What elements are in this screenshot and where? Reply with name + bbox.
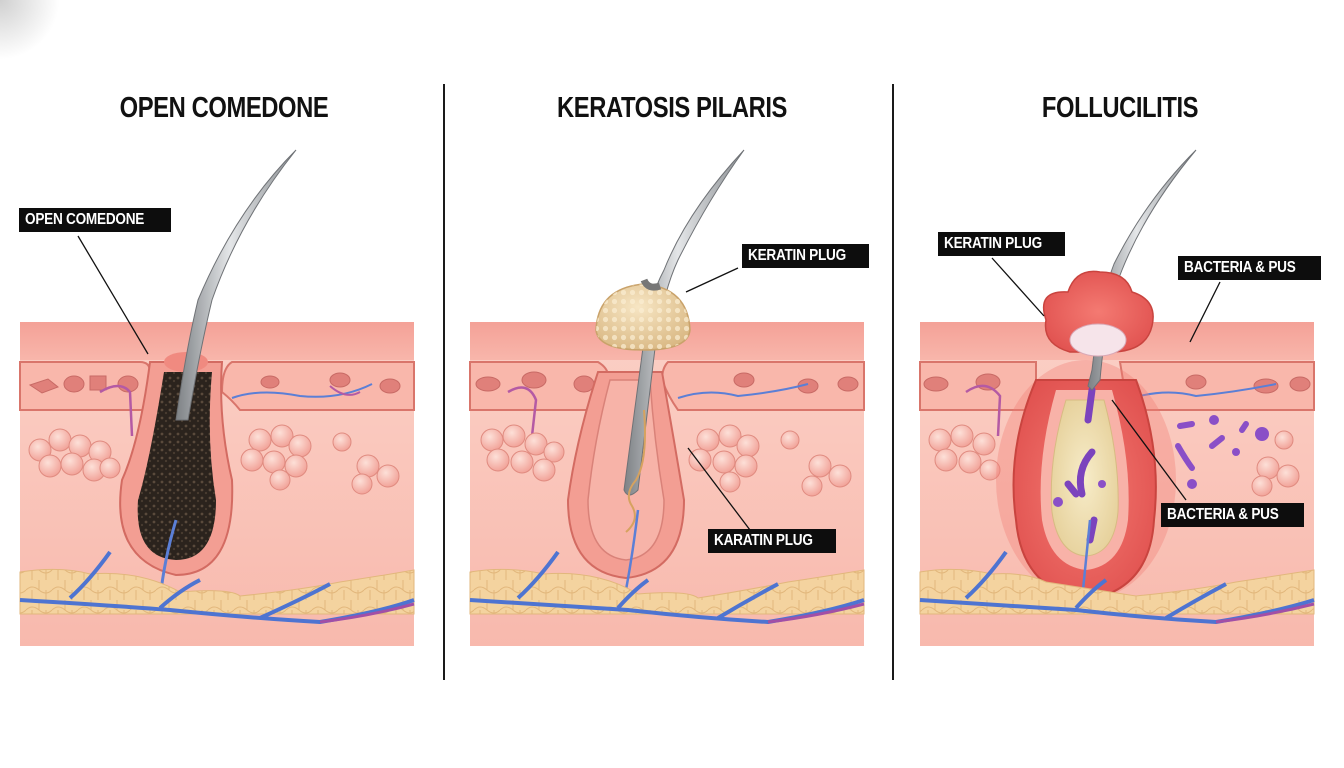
leader-line bbox=[687, 447, 751, 531]
label-keratin-plug-top: KERATIN PLUG bbox=[742, 244, 870, 268]
hair-shaft bbox=[1087, 149, 1197, 391]
epidermis bbox=[20, 322, 414, 360]
divider-1 bbox=[443, 84, 445, 680]
leader-line bbox=[77, 235, 149, 355]
blood-vessels bbox=[469, 550, 865, 625]
keratosis-pilaris-illustration bbox=[469, 149, 865, 646]
fat-layer bbox=[19, 568, 415, 615]
panel-keratosis-pilaris: KERATOSIS PILARIS bbox=[448, 0, 896, 768]
panel-title: OPEN COMEDONE bbox=[119, 92, 329, 124]
panel-title: FOLLUCILITIS bbox=[1041, 92, 1199, 124]
open-comedone-illustration bbox=[19, 149, 415, 646]
label-keratin-plug-bottom: KARATIN PLUG bbox=[708, 529, 837, 553]
leader-line bbox=[685, 267, 739, 293]
corner-shadow bbox=[0, 0, 60, 60]
panel-title: KERATOSIS PILARIS bbox=[557, 92, 787, 124]
bacteria-cocci bbox=[1053, 480, 1106, 507]
hair-shaft bbox=[175, 149, 297, 421]
panel-follucilitis: FOLLUCILITIS bbox=[896, 0, 1344, 768]
bacteria bbox=[1064, 386, 1098, 544]
leader-line bbox=[1189, 281, 1221, 343]
follucilitis-illustration bbox=[919, 149, 1315, 646]
pus bbox=[1050, 399, 1119, 557]
label-keratin-plug: KERATIN PLUG bbox=[938, 232, 1066, 256]
pustule bbox=[1042, 270, 1154, 353]
label-open-comedone: OPEN COMEDONE bbox=[19, 208, 172, 232]
leader-line bbox=[991, 257, 1045, 317]
pus-head bbox=[1069, 323, 1127, 357]
comedone-plug bbox=[137, 372, 216, 560]
blood-vessels bbox=[19, 550, 415, 625]
label-bacteria-pus-top: BACTERIA & PUS bbox=[1178, 256, 1322, 280]
leader-line bbox=[1111, 399, 1187, 501]
panel-open-comedone: OPEN COMEDONE bbox=[0, 0, 448, 768]
label-bacteria-pus-bottom: BACTERIA & PUS bbox=[1161, 503, 1305, 527]
divider-2 bbox=[892, 84, 894, 680]
